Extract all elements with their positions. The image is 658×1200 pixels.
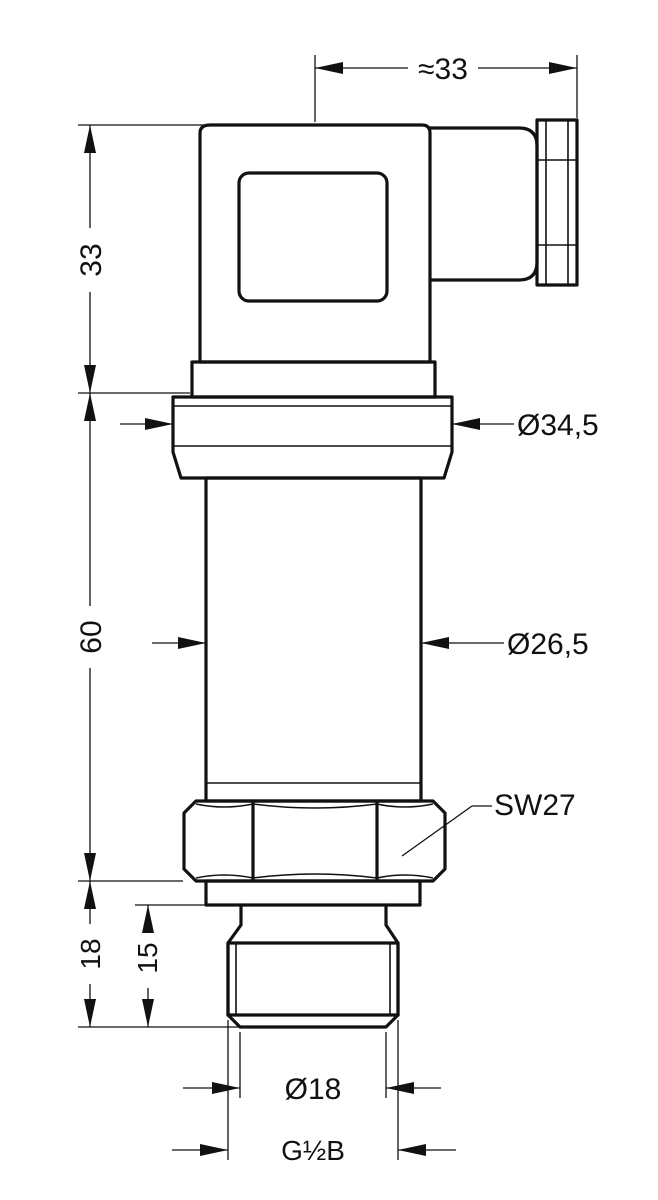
dim-body-length: 60	[75, 393, 108, 881]
dim-body-diameter: Ø26,5	[152, 628, 589, 661]
dim-label-thread-inner-diameter: Ø18	[285, 1073, 342, 1106]
hex-nut	[182, 799, 447, 883]
dim-fitting-height: 18	[75, 881, 106, 1027]
dim-label-wrench-size: SW27	[494, 789, 576, 822]
housing	[198, 123, 432, 364]
dim-wrench-size: SW27	[401, 789, 576, 857]
dim-label-fitting-height: 18	[75, 938, 106, 969]
dim-label-thread-spec: G½B	[281, 1135, 345, 1166]
housing-collar	[190, 360, 437, 399]
main-body	[204, 476, 423, 803]
dim-thread-length: 15	[132, 905, 163, 1027]
dim-flange-diameter: Ø34,5	[120, 409, 599, 442]
thread-shoulder	[204, 879, 422, 1017]
thread	[226, 941, 400, 1029]
dim-housing-height: 33	[75, 125, 108, 393]
dim-label-body-length: 60	[75, 620, 108, 653]
dim-thread-inner-diameter: Ø18	[183, 1032, 441, 1106]
dim-label-connector-width: ≈33	[418, 53, 468, 86]
cable-connector	[428, 118, 579, 287]
dim-label-housing-height: 33	[75, 243, 108, 276]
dim-label-flange-diameter: Ø34,5	[517, 409, 599, 442]
dim-thread-spec: G½B	[172, 1020, 456, 1166]
left-extension-lines	[78, 124, 238, 1028]
dim-connector-width: ≈33	[314, 53, 578, 122]
dim-label-body-diameter: Ø26,5	[507, 628, 589, 661]
dim-label-thread-length: 15	[132, 942, 163, 973]
flange	[171, 395, 454, 480]
